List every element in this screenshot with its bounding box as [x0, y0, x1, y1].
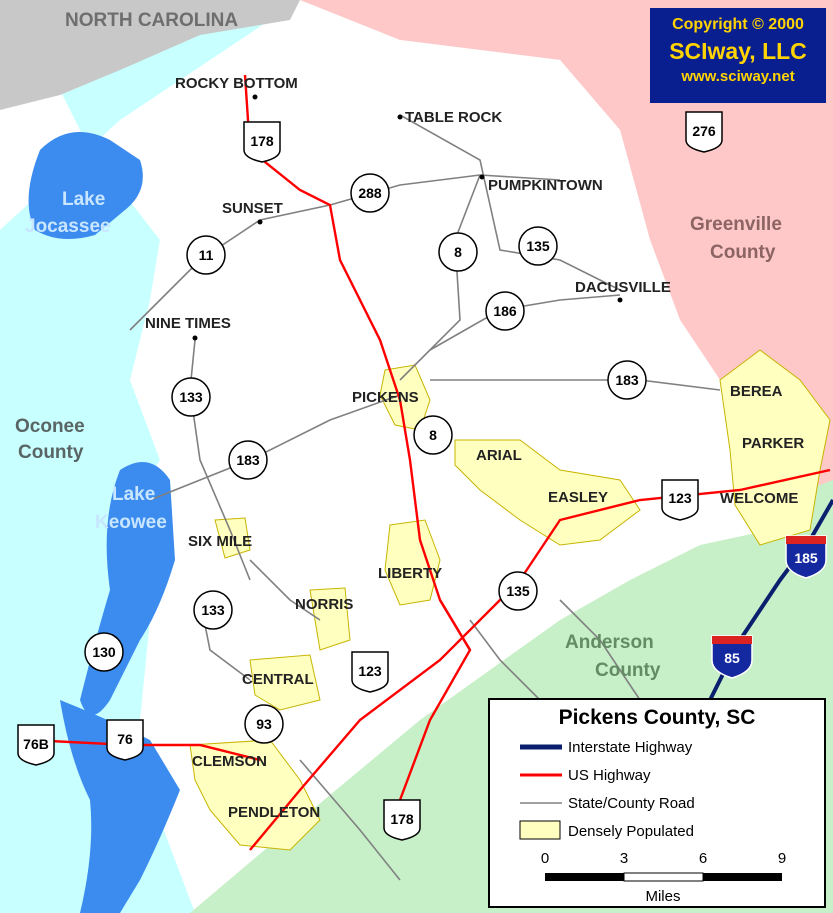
label-greenville-1: Greenville — [690, 214, 782, 235]
route-8-north: 8 — [454, 244, 462, 260]
route-185: 185 — [794, 550, 818, 566]
town-liberty: LIBERTY — [378, 565, 442, 582]
town-welcome: WELCOME — [720, 490, 798, 507]
route-183-east: 183 — [615, 372, 639, 388]
route-178-south: 178 — [390, 811, 414, 827]
lake-hartwell-water — [60, 700, 180, 913]
us-route-shields — [17, 111, 723, 841]
route-133-south: 133 — [201, 602, 225, 618]
copyright-company: SCIway, LLC — [669, 38, 807, 64]
legend-label-us: US Highway — [568, 767, 651, 784]
route-11: 11 — [199, 247, 214, 263]
urban-liberty — [384, 519, 441, 606]
urban-berea-parker-welcome — [719, 349, 831, 546]
scale-tick-3: 3 — [620, 850, 628, 867]
legend-label-interstate: Interstate Highway — [568, 739, 693, 756]
town-norris: NORRIS — [295, 596, 353, 613]
copyright-line: Copyright © 2000 — [672, 16, 804, 33]
town-central: CENTRAL — [242, 671, 314, 688]
route-133-north: 133 — [179, 389, 203, 405]
town-berea: BEREA — [730, 383, 783, 400]
town-nine-times: NINE TIMES — [145, 315, 231, 332]
route-123-east: 123 — [668, 490, 692, 506]
route-8-south: 8 — [429, 427, 437, 443]
legend-svg: Interstate Highway US Highway State/Coun… — [519, 739, 786, 905]
scale-tick-9: 9 — [778, 850, 786, 867]
legend-swatch-populated — [519, 820, 561, 840]
urban-norris — [309, 587, 351, 651]
town-rocky-bottom: ROCKY BOTTOM — [175, 75, 298, 92]
scale-tick-6: 6 — [699, 850, 707, 867]
label-anderson-1: Anderson — [565, 632, 654, 653]
copyright-url: www.sciway.net — [681, 68, 795, 85]
urban-easley-arial — [454, 439, 641, 546]
route-288: 288 — [358, 185, 382, 201]
legend-label-populated: Densely Populated — [568, 823, 694, 840]
legend-title: Pickens County, SC — [558, 706, 756, 729]
urban-clemson-pendleton — [189, 739, 321, 851]
town-arial: ARIAL — [476, 447, 522, 464]
scale-bar-segment-1 — [545, 873, 624, 881]
town-easley: EASLEY — [548, 489, 608, 506]
town-sunset: SUNSET — [222, 200, 283, 217]
town-pickens: PICKENS — [352, 389, 419, 406]
label-oconee-2: County — [18, 442, 84, 463]
scale-bar-segment-3 — [703, 873, 782, 881]
label-oconee-1: Oconee — [15, 416, 85, 437]
label-greenville-2: County — [710, 242, 776, 263]
scale-bar-segment-2 — [623, 872, 704, 882]
town-dots — [192, 94, 623, 341]
label-north-carolina: NORTH CAROLINA — [65, 10, 238, 31]
urban-central — [249, 654, 321, 711]
route-76b: 76B — [23, 736, 49, 752]
route-135-south: 135 — [506, 583, 530, 599]
route-183-west: 183 — [236, 452, 260, 468]
route-186: 186 — [493, 303, 517, 319]
interstate-shields — [711, 535, 827, 679]
scale-unit: Miles — [645, 888, 680, 905]
route-123-south: 123 — [358, 663, 382, 679]
route-76: 76 — [117, 731, 133, 747]
label-lake-jocassee-1: Lake — [62, 189, 105, 210]
route-276: 276 — [692, 123, 716, 139]
route-130: 130 — [92, 644, 116, 660]
town-pendleton: PENDLETON — [228, 804, 320, 821]
town-six-mile: SIX MILE — [188, 533, 252, 550]
town-clemson: CLEMSON — [192, 753, 267, 770]
town-parker: PARKER — [742, 435, 804, 452]
route-178-north: 178 — [250, 133, 274, 149]
copyright-box: Copyright © 2000 SCIway, LLC www.sciway.… — [650, 8, 826, 103]
town-pumpkintown: PUMPKINTOWN — [488, 177, 603, 194]
scale-tick-0: 0 — [541, 850, 549, 867]
town-table-rock: TABLE ROCK — [405, 109, 502, 126]
route-85: 85 — [724, 650, 740, 666]
lake-jocassee-water — [28, 132, 143, 239]
label-lake-jocassee-2: Jocassee — [25, 216, 111, 237]
town-dacusville: DACUSVILLE — [575, 279, 671, 296]
north-carolina-area — [0, 0, 300, 110]
label-lake-keowee-1: Lake — [112, 484, 155, 505]
route-135-north: 135 — [526, 238, 550, 254]
label-anderson-2: County — [595, 660, 661, 681]
label-lake-keowee-2: Keowee — [95, 512, 167, 533]
route-93: 93 — [256, 716, 272, 732]
map-legend: Pickens County, SC Interstate Highway US… — [488, 698, 826, 908]
state-route-shields — [84, 173, 647, 744]
legend-label-state: State/County Road — [568, 795, 695, 812]
